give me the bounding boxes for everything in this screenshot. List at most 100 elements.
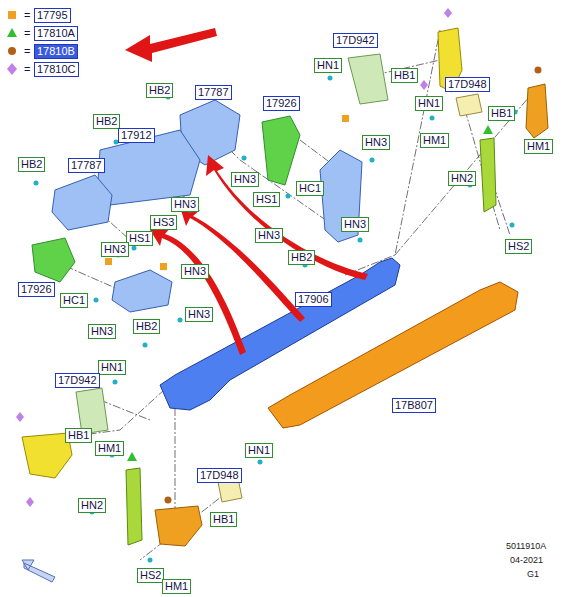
drawing-reference: G1 — [527, 569, 539, 579]
callout-number: HN3 — [258, 229, 280, 241]
callout-number: HB2 — [21, 158, 42, 170]
callout-number: HB1 — [68, 429, 89, 441]
fastener-callout: HS2 — [505, 239, 532, 254]
callout-number: HN3 — [174, 198, 196, 210]
part-number-box: 17D942 — [333, 33, 378, 48]
part-number-box: 17926 — [18, 282, 55, 297]
legend-label: 17810B — [34, 44, 78, 59]
fastener-callout: HN3 — [231, 172, 259, 187]
legend-symbol — [6, 26, 18, 40]
fastener-callout: HB2 — [146, 83, 173, 98]
part-number-box: 17926 — [263, 96, 300, 111]
callout-number: HN3 — [234, 173, 256, 185]
fastener-callout: HB2 — [93, 114, 120, 129]
legend-label: 17795 — [34, 8, 71, 23]
equals-sign: = — [24, 63, 30, 76]
fastener-callout: HN2 — [78, 498, 106, 513]
fastener-callout: HN3 — [362, 135, 390, 150]
legend-label: 17810C — [34, 62, 79, 77]
callout-number: 17D942 — [58, 374, 97, 386]
fastener-callout: HN1 — [415, 96, 443, 111]
callout-number: HB1 — [394, 69, 415, 81]
callout-number: HN3 — [365, 136, 387, 148]
fastener-callout: HS2 — [137, 568, 164, 583]
callout-number: HM1 — [423, 134, 446, 146]
callout-number: HS2 — [508, 240, 529, 252]
callout-number: HN2 — [451, 172, 473, 184]
equals-sign: = — [24, 27, 30, 40]
fastener-callout: HB2 — [18, 157, 45, 172]
part-number-box: 17912 — [118, 128, 155, 143]
fastener-callout: HB1 — [488, 106, 515, 121]
legend-symbol — [6, 8, 18, 22]
fastener-callout: HN3 — [185, 307, 213, 322]
legend-label: 17810A — [34, 26, 78, 41]
callout-number: HN3 — [91, 325, 113, 337]
fastener-callout: HM1 — [524, 139, 553, 154]
fastener-callout: HB1 — [391, 68, 418, 83]
callout-number: HS1 — [129, 232, 150, 244]
callout-number: HB1 — [491, 107, 512, 119]
drawing-reference: 04-2021 — [510, 555, 543, 565]
part-number-box: 17906 — [295, 292, 332, 307]
callout-number: 17D948 — [448, 78, 487, 90]
fastener-callout: HM1 — [95, 441, 124, 456]
callout-number: 17787 — [71, 159, 102, 171]
fastener-callout: HM1 — [420, 133, 449, 148]
callout-number: HB2 — [96, 115, 117, 127]
fastener-callout: HN3 — [88, 324, 116, 339]
callout-number: HN3 — [104, 243, 126, 255]
part-number-box: 17D942 — [55, 373, 100, 388]
part-number-box: 17D948 — [197, 468, 242, 483]
legend-symbol — [6, 62, 18, 76]
callout-number: HN1 — [317, 59, 339, 71]
fastener-callout: HN3 — [255, 228, 283, 243]
callout-number: 17D948 — [200, 469, 239, 481]
drawing-reference: 5011910A — [506, 541, 546, 551]
fastener-callout: HS1 — [253, 192, 280, 207]
fastener-callout: HB2 — [133, 319, 160, 334]
callout-number: HN3 — [344, 218, 366, 230]
part-number-box: 17787 — [68, 158, 105, 173]
callout-number: HC1 — [63, 294, 85, 306]
callout-number: 17926 — [266, 97, 297, 109]
legend-symbol — [6, 44, 18, 58]
callout-number: HB1 — [213, 513, 234, 525]
callout-number: 17787 — [198, 86, 229, 98]
callout-number: HN1 — [248, 444, 270, 456]
fastener-callout: HB1 — [65, 428, 92, 443]
callout-number: HB2 — [136, 320, 157, 332]
callout-number: HB2 — [149, 84, 170, 96]
fastener-callout: HB2 — [288, 250, 315, 265]
callout-number: HN3 — [188, 308, 210, 320]
fastener-callout: HN3 — [341, 217, 369, 232]
fastener-callout: HS3 — [150, 215, 177, 230]
fastener-callout: HC1 — [296, 181, 324, 196]
callout-number: HM1 — [527, 140, 550, 152]
fastener-callout: HN3 — [181, 264, 209, 279]
callout-number: HM1 — [98, 442, 121, 454]
fastener-callout: HN1 — [314, 58, 342, 73]
fastener-callout: HS1 — [126, 231, 153, 246]
part-number-box: 17D948 — [445, 77, 490, 92]
fastener-callout: HN3 — [101, 242, 129, 257]
fastener-callout: HN1 — [245, 443, 273, 458]
equals-sign: = — [24, 9, 30, 22]
callout-number: 17D942 — [336, 34, 375, 46]
fastener-callout: HN3 — [171, 197, 199, 212]
equals-sign: = — [24, 45, 30, 58]
callout-number: HN1 — [418, 97, 440, 109]
callout-number: HS1 — [256, 193, 277, 205]
callout-number: HN2 — [81, 499, 103, 511]
callout-number: HN3 — [184, 265, 206, 277]
part-number-box: 17787 — [195, 85, 232, 100]
callout-number: 17926 — [21, 283, 52, 295]
fastener-callout: HB1 — [210, 512, 237, 527]
fastener-callout: HC1 — [60, 293, 88, 308]
fastener-callout: HM1 — [162, 579, 191, 594]
callout-number: HC1 — [299, 182, 321, 194]
callout-number: HM1 — [165, 580, 188, 592]
part-number-box: 17B807 — [392, 398, 436, 413]
callout-number: HN1 — [101, 361, 123, 373]
fastener-callout: HN2 — [448, 171, 476, 186]
